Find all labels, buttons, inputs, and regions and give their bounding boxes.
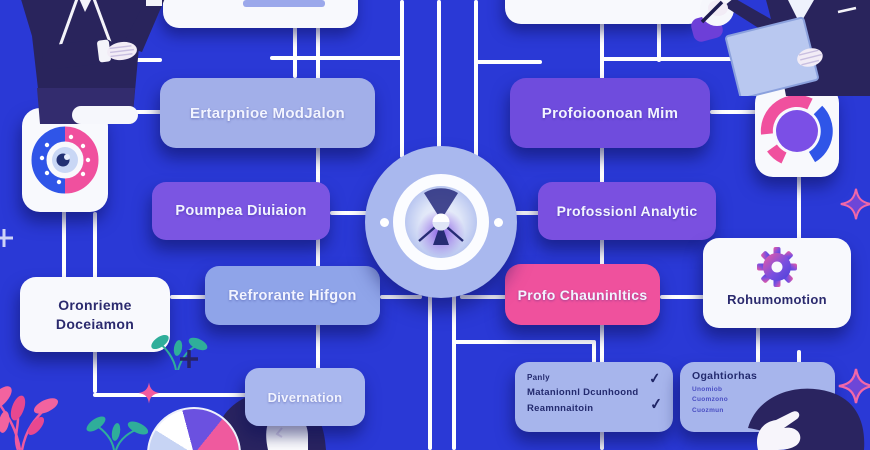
- connector-line: [170, 295, 207, 299]
- node-label: Ertarpnioe ModJalon: [190, 104, 345, 122]
- node-label: Profoioonoan Mim: [541, 104, 679, 122]
- hub-side-dot: [494, 218, 503, 227]
- sparkle-icon: [138, 382, 160, 404]
- connector-line: [602, 57, 748, 61]
- sparkle-icon: [840, 188, 870, 220]
- connector-line: [452, 340, 594, 344]
- checklist-line1: Panly: [527, 373, 550, 382]
- org-line1: Unomiob: [692, 386, 723, 393]
- node-enterprise: Ertarpnioe ModJalon: [160, 78, 375, 148]
- connector-line: [380, 295, 422, 299]
- node-label: Poumpea Diuiaion: [175, 203, 307, 219]
- top-box-fragment-left: [163, 0, 358, 28]
- card-line2: Doceiamon: [55, 315, 135, 332]
- check-icon: ✓: [648, 369, 662, 387]
- card-line1: Oronrieme: [58, 296, 132, 313]
- connector-line: [592, 340, 596, 364]
- checklist-line2: Matanionnl Dcunhoond: [527, 386, 639, 398]
- connector-line: [514, 211, 540, 215]
- node-divernation: Divernation: [245, 368, 365, 426]
- connector-line: [400, 0, 404, 158]
- connector-line: [474, 60, 542, 64]
- connector-line: [797, 350, 801, 370]
- node-professional-analytic: Profossionl Analytic: [538, 182, 716, 240]
- sparkle-icon: [838, 368, 870, 404]
- card-label: Rohumomotion: [727, 292, 827, 307]
- donut-chart-card: [22, 108, 108, 212]
- connector-line: [428, 294, 432, 450]
- hub-side-dot: [380, 218, 389, 227]
- connector-line: [756, 326, 760, 364]
- check-icon: ✓: [649, 395, 664, 414]
- connector-line: [474, 0, 478, 158]
- businessman-right-illustration: [700, 0, 870, 96]
- node-label: Divernation: [267, 389, 343, 405]
- connector-line: [93, 393, 247, 397]
- checklist-line3: Reamnnaitoin: [527, 402, 594, 414]
- connector-line: [460, 295, 507, 299]
- connector-line: [330, 211, 372, 215]
- connector-line: [452, 294, 456, 450]
- card-rohumomotion: Rohumomotion: [703, 238, 851, 328]
- node-label: Refrorante Hifgon: [228, 287, 357, 304]
- plant-pink-illustration: [0, 386, 59, 450]
- tiny-text-smudge: [243, 0, 325, 7]
- plant-teal-illustration: [86, 416, 148, 450]
- aperture-dial-icon: [405, 186, 477, 258]
- ring-chart-card: [755, 85, 839, 177]
- connector-line: [657, 22, 661, 62]
- plant-teal-illustration: [151, 334, 208, 370]
- man-pointing-illustration: [748, 388, 865, 450]
- card-orenrieme: Oronrieme Doceiamon: [20, 277, 170, 352]
- plus-icon: [180, 350, 198, 368]
- card-checklist: Panly Matanionnl Dcunhoond Reamnnaitoin …: [515, 362, 673, 432]
- node-professional-mim: Profoioonoan Mim: [510, 78, 710, 148]
- top-box-fragment-right: [505, 0, 705, 24]
- connector-line: [270, 56, 404, 60]
- plus-icon: [0, 229, 13, 247]
- node-label: Profo Chauninltics: [517, 286, 648, 303]
- connector-line: [710, 110, 756, 114]
- org-line3: Cuozmun: [692, 406, 724, 414]
- gear-icon: [757, 247, 797, 287]
- connector-line: [660, 295, 705, 299]
- connector-line: [437, 0, 441, 150]
- ring-chart-icon: [760, 94, 833, 164]
- node-label: Profossionl Analytic: [556, 203, 698, 219]
- node-division: Poumpea Diuiaion: [152, 182, 330, 240]
- org-line2: Cuomzono: [692, 396, 728, 404]
- node-reference: Refrorante Hifgon: [205, 266, 380, 325]
- org-title: Ogahtiorhas: [692, 370, 758, 382]
- card-label: Oronrieme Doceiamon: [56, 296, 134, 334]
- connector-line: [293, 26, 297, 78]
- donut-chart-icon: [31, 126, 99, 194]
- businessman-left-illustration: [21, 0, 165, 124]
- node-profo-chauninltics: Profo Chauninltics: [505, 264, 660, 325]
